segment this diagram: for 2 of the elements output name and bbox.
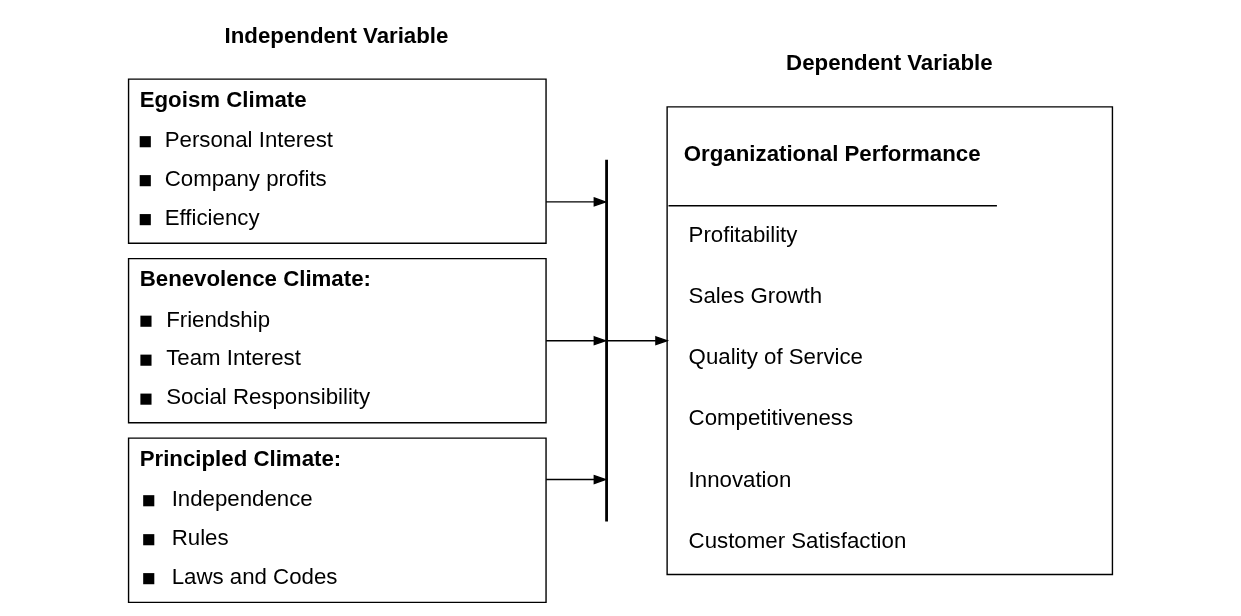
label: Dependent Variable: [786, 50, 993, 76]
label: Independent Variable: [224, 22, 449, 48]
